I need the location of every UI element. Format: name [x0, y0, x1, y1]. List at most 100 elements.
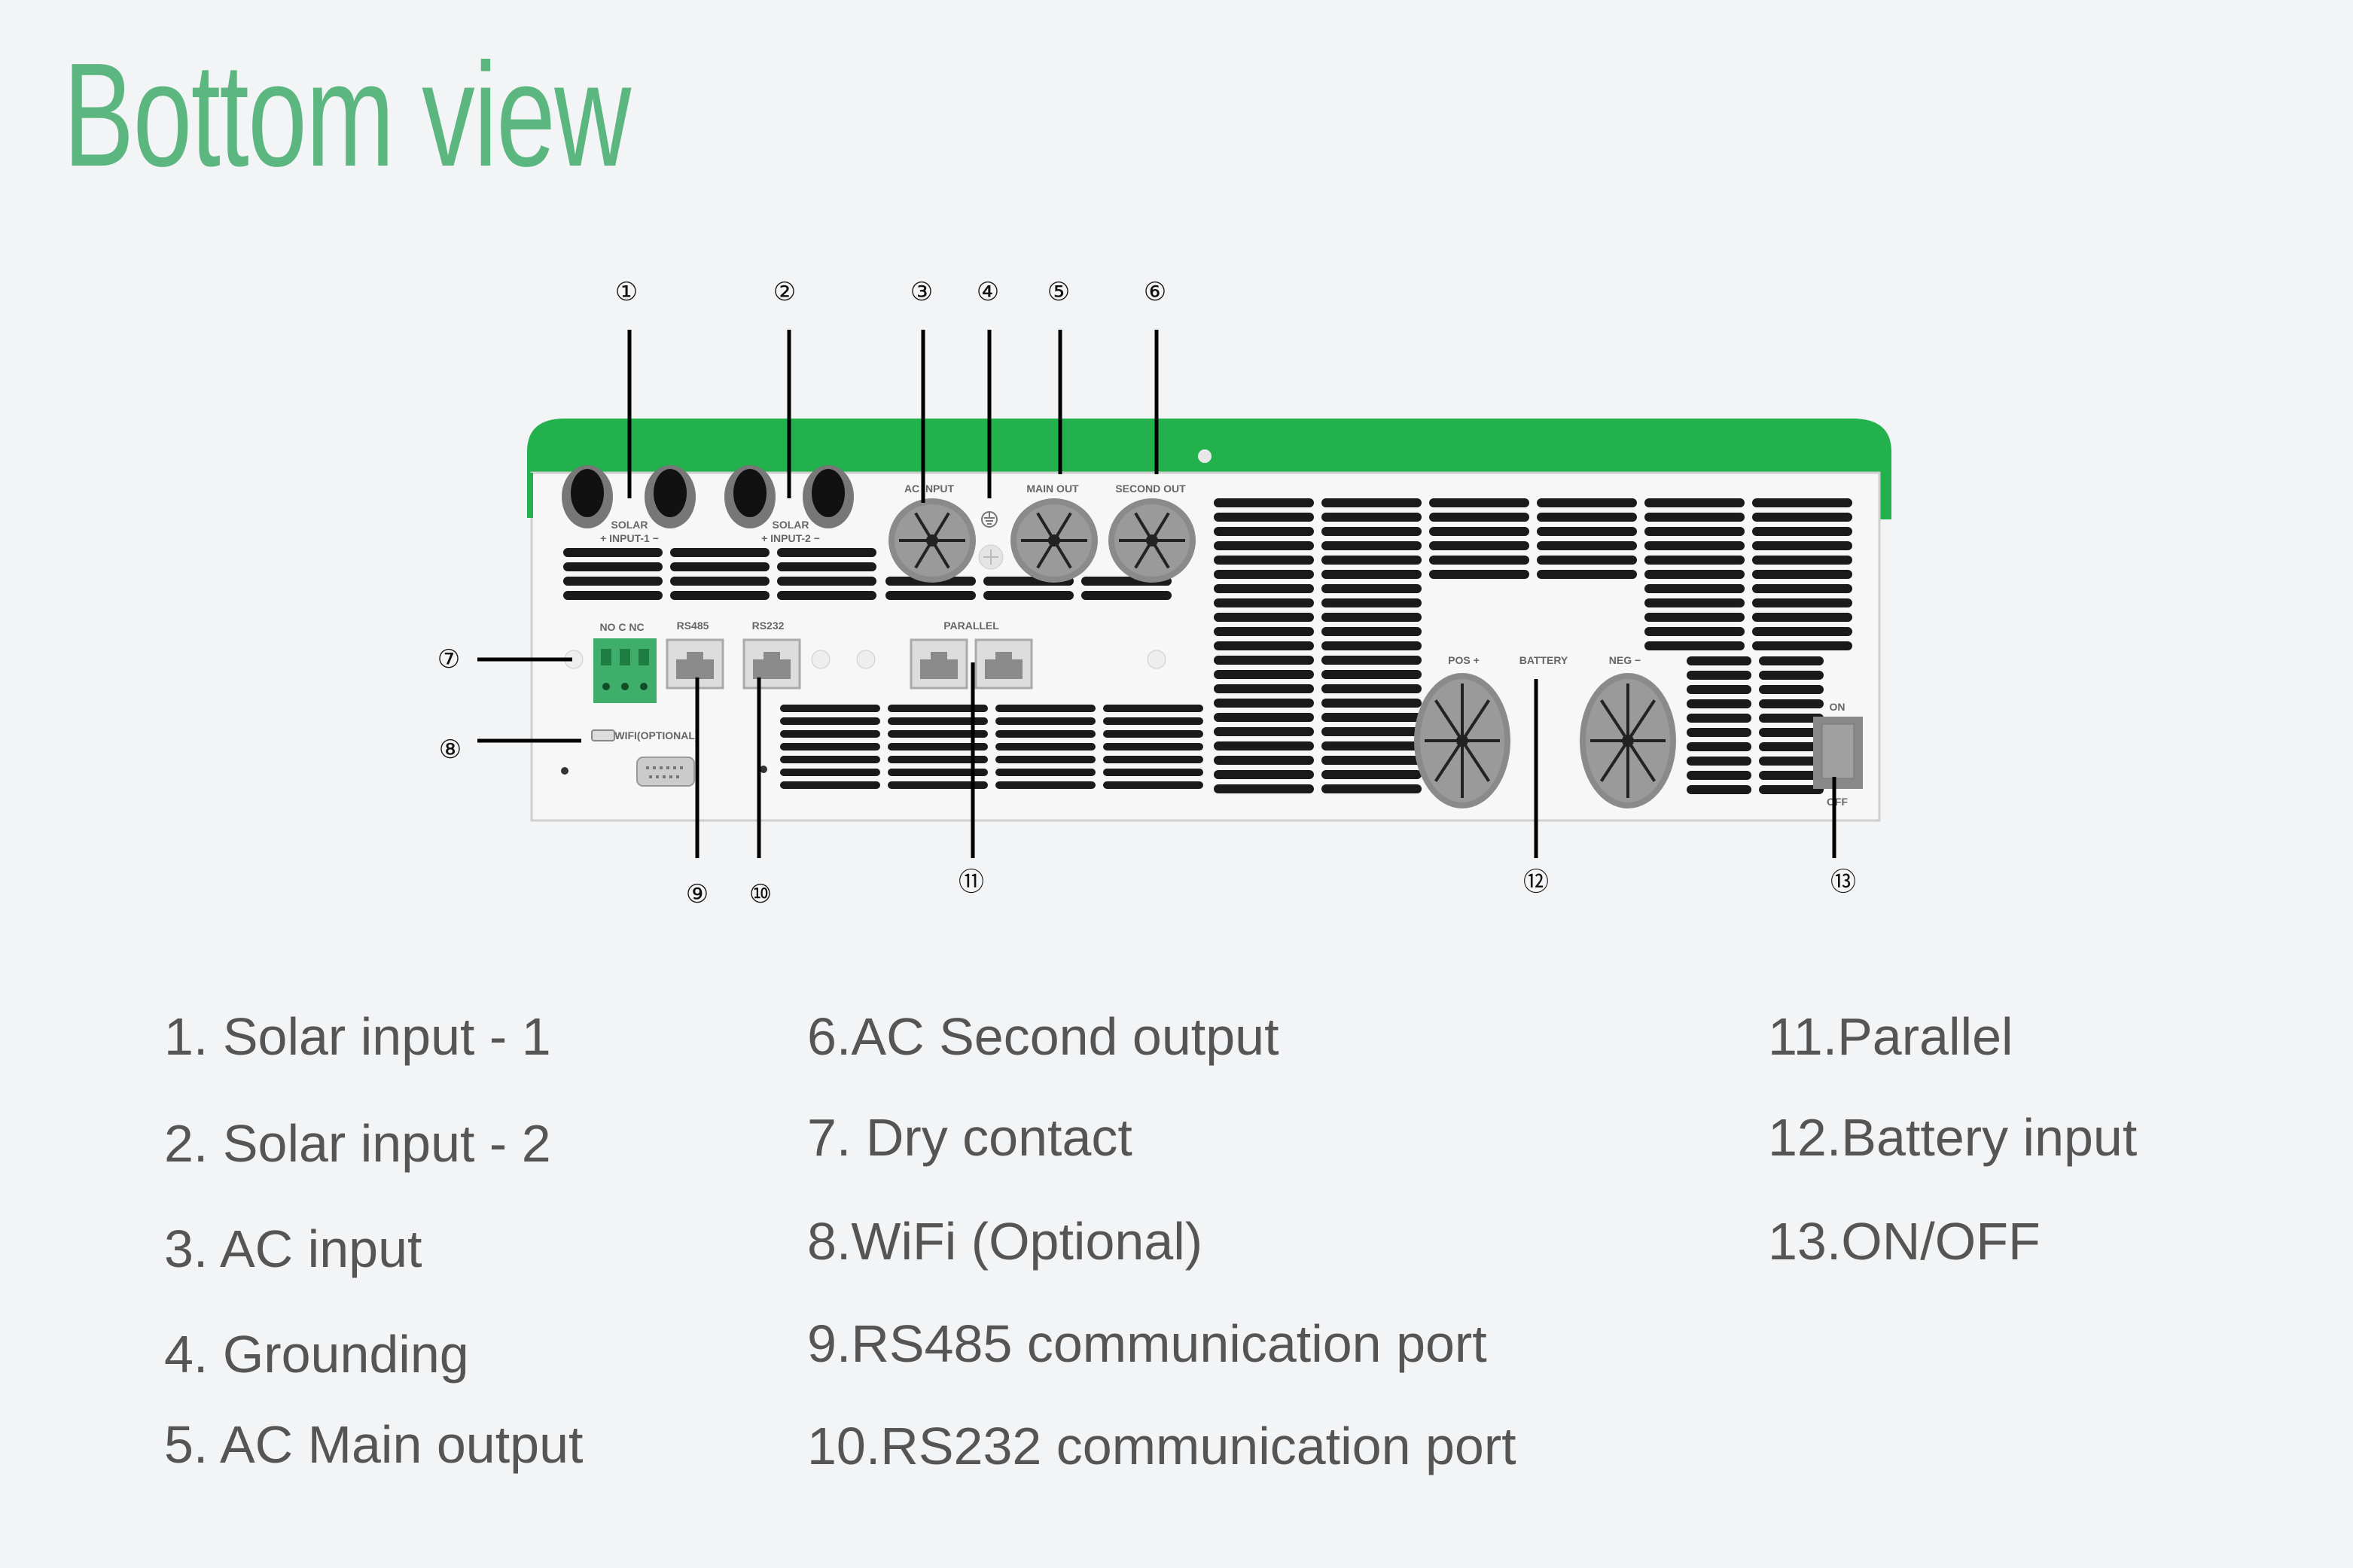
vent-slot [1752, 527, 1852, 536]
callout-number: ⑩ [749, 879, 772, 909]
vent-slot [780, 743, 880, 751]
vent-slot [1321, 527, 1422, 536]
vent-slot [1759, 771, 1824, 780]
power-switch[interactable] [1813, 717, 1863, 789]
vent-slot [1321, 713, 1422, 722]
legend-item-3: 3. AC input [164, 1219, 422, 1278]
vent-slot [670, 562, 770, 571]
vent-slot [1752, 541, 1852, 550]
vent-slot [1752, 556, 1852, 565]
vent-slot [1103, 769, 1203, 776]
vent-slot [1321, 641, 1422, 650]
vent-slot [1429, 570, 1529, 579]
vent-slot [1752, 498, 1852, 507]
vent-slot [1759, 671, 1824, 680]
legend-item-11: 11.Parallel [1768, 1007, 2013, 1066]
vent-slot [1214, 613, 1314, 622]
vent-slot [563, 562, 663, 571]
vent-slot [1537, 541, 1637, 550]
vent-slot [1321, 598, 1422, 607]
dry-contact-terminal [593, 638, 657, 703]
cable-gland-icon [1010, 498, 1098, 583]
callout-11: ⑪ [959, 662, 984, 897]
vent-slot [888, 756, 988, 763]
screw-icon [811, 650, 831, 669]
vent-slot [1429, 556, 1529, 565]
vent-slot [983, 591, 1074, 600]
vent-slot [1537, 570, 1637, 579]
vent-slot [1752, 641, 1852, 650]
dry-contact-label: NO C NC [599, 621, 644, 633]
vent-slot [995, 781, 1096, 789]
callout-6: ⑥ [1144, 277, 1166, 474]
vent-slot [777, 577, 876, 586]
vent-slot [1214, 656, 1314, 665]
vent-slot [780, 769, 880, 776]
vent-slot [1759, 656, 1824, 665]
legend-item-9: 9.RS485 communication port [807, 1314, 1487, 1373]
callout-number: ⑨ [686, 879, 709, 909]
vent-slot [780, 781, 880, 789]
legend-item-5: 5. AC Main output [164, 1415, 584, 1474]
vent-slot [1752, 584, 1852, 593]
vent-slot [1321, 727, 1422, 736]
legend-item-2: 2. Solar input - 2 [164, 1114, 551, 1173]
vent-slot [1644, 541, 1745, 550]
vent-slot [1759, 714, 1824, 723]
vent-slot [1687, 771, 1751, 780]
vent-slot [1321, 627, 1422, 636]
vent-slot [1321, 498, 1422, 507]
vent-slot [1752, 598, 1852, 607]
vent-slot [1687, 671, 1751, 680]
neg-label: NEG − [1609, 654, 1641, 666]
vent-slot [1081, 591, 1172, 600]
vent-slot [995, 756, 1096, 763]
vent-slot [1214, 498, 1314, 507]
vent-slot [1103, 781, 1203, 789]
vent-slot [1214, 770, 1314, 779]
vent-slot [1687, 785, 1751, 794]
vent-slot [563, 591, 663, 600]
vent-slot [1214, 570, 1314, 579]
vent-slot [777, 562, 876, 571]
vent-slot [1687, 699, 1751, 708]
callout-2: ② [773, 277, 796, 498]
vent-slot [1759, 757, 1824, 766]
on-label: ON [1830, 701, 1846, 713]
main-out-label: MAIN OUT [1026, 483, 1079, 495]
callout-number: ③ [910, 277, 933, 307]
wifi-port-icon [591, 729, 615, 741]
callout-number: ⑦ [437, 644, 460, 674]
vent-slot [1752, 627, 1852, 636]
vent-slot [1103, 717, 1203, 725]
ground-icon [981, 511, 998, 528]
vent-slot [888, 781, 988, 789]
vent-slot [1214, 727, 1314, 736]
legend-item-10: 10.RS232 communication port [807, 1417, 1516, 1475]
callout-number: ② [773, 277, 796, 307]
vent-slot [1214, 541, 1314, 550]
vent-slot [1321, 656, 1422, 665]
vent-slot [1759, 699, 1824, 708]
vent-slot [888, 705, 988, 712]
vent-slot [1321, 513, 1422, 522]
callout-1: ① [615, 277, 638, 498]
vent-slot [1644, 570, 1745, 579]
legend-item-7: 7. Dry contact [807, 1108, 1132, 1167]
callout-number: ⑬ [1830, 867, 1856, 897]
rs485-label: RS485 [677, 620, 709, 632]
vent-slot [1103, 730, 1203, 738]
vent-slot [995, 705, 1096, 712]
solar1-polarity: + INPUT-1 − [600, 532, 659, 544]
vent-slot [1752, 513, 1852, 522]
callout-number: ⑥ [1144, 277, 1166, 307]
solar2-label: SOLAR [773, 519, 809, 531]
callout-number: ④ [977, 277, 999, 307]
vent-slot [1321, 670, 1422, 679]
callout-number: ① [615, 277, 638, 307]
solar1-label: SOLAR [611, 519, 648, 531]
vent-slot [888, 743, 988, 751]
parallel-label: PARALLEL [943, 620, 999, 632]
vent-slot [1537, 498, 1637, 507]
